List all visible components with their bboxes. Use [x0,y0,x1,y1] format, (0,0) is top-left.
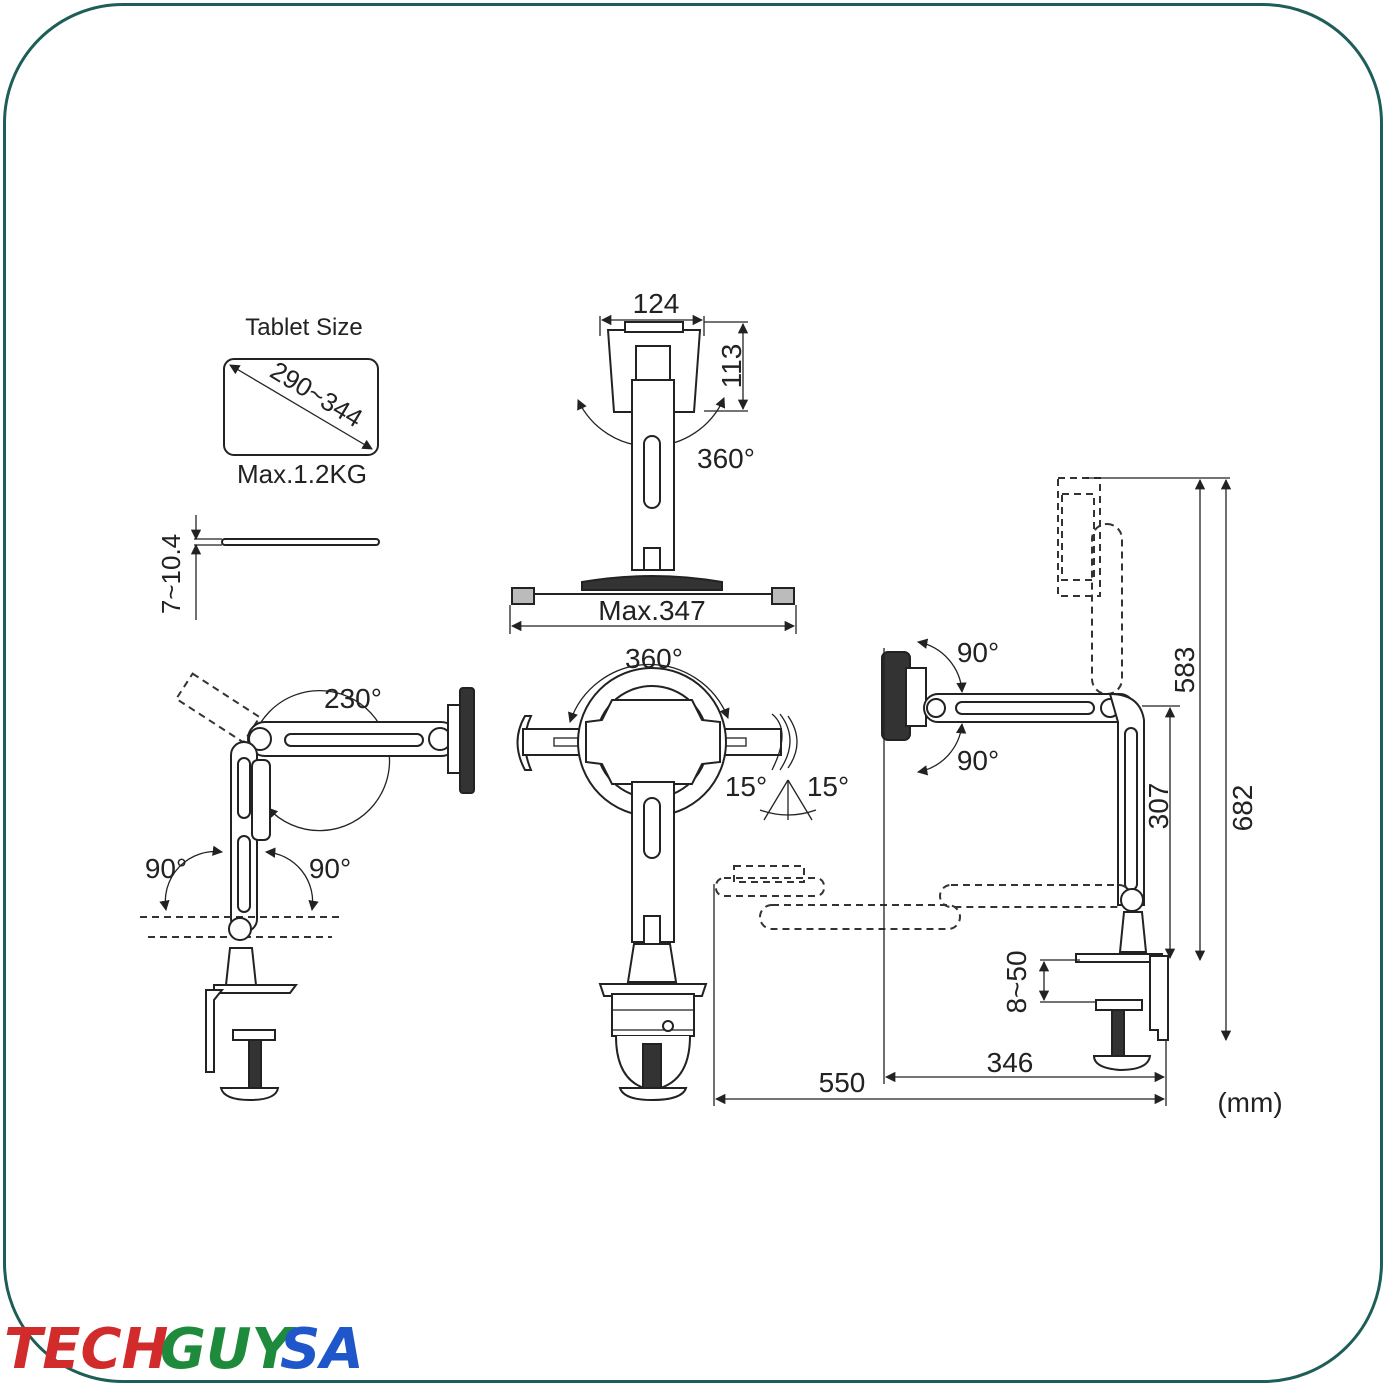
tablet-size-block: Tablet Size 290~344 Max.1.2KG [223,314,379,489]
unit-label: (mm) [1217,1087,1282,1118]
top-height-label: 113 [716,344,747,389]
top-view: 124 113 360° Max.347 [509,288,797,634]
right-view: 583 682 90° 90° 307 8~50 [713,477,1283,1118]
height-682-label: 682 [1227,785,1258,832]
height-307-label: 307 [1143,783,1174,830]
base-width-label: Max.347 [598,595,705,626]
reach-346-label: 346 [987,1047,1034,1078]
swivel-top-label: 90° [957,637,999,668]
clamp-range-label: 8~50 [1001,950,1032,1013]
thickness-block: 7~10.4 [156,515,380,620]
side-right-angle-label: 90° [309,853,351,884]
front-view: 360° 15° 15° [516,643,849,1102]
swivel-bottom-label: 90° [957,745,999,776]
side-left-angle-label: 90° [145,853,187,884]
top-width-label: 124 [633,288,680,319]
max-weight-label: Max.1.2KG [237,459,367,489]
tablet-size-title: Tablet Size [245,314,362,341]
logo-word-3: SA [280,1317,364,1382]
height-583-label: 583 [1169,647,1200,694]
reach-550-label: 550 [819,1067,866,1098]
logo-word-2: GUY [160,1317,297,1382]
front-tilt-right-label: 15° [807,771,849,802]
logo: TECH GUY SA [4,1317,364,1382]
side-tilt-label: 230° [324,683,382,714]
side-view: 230° 90° 90° [140,672,475,1102]
thickness-label: 7~10.4 [156,534,186,614]
tablet-outline [223,358,379,456]
top-rotation-label: 360° [697,443,755,474]
logo-word-1: TECH [4,1317,168,1382]
front-tilt-left-label: 15° [725,771,767,802]
